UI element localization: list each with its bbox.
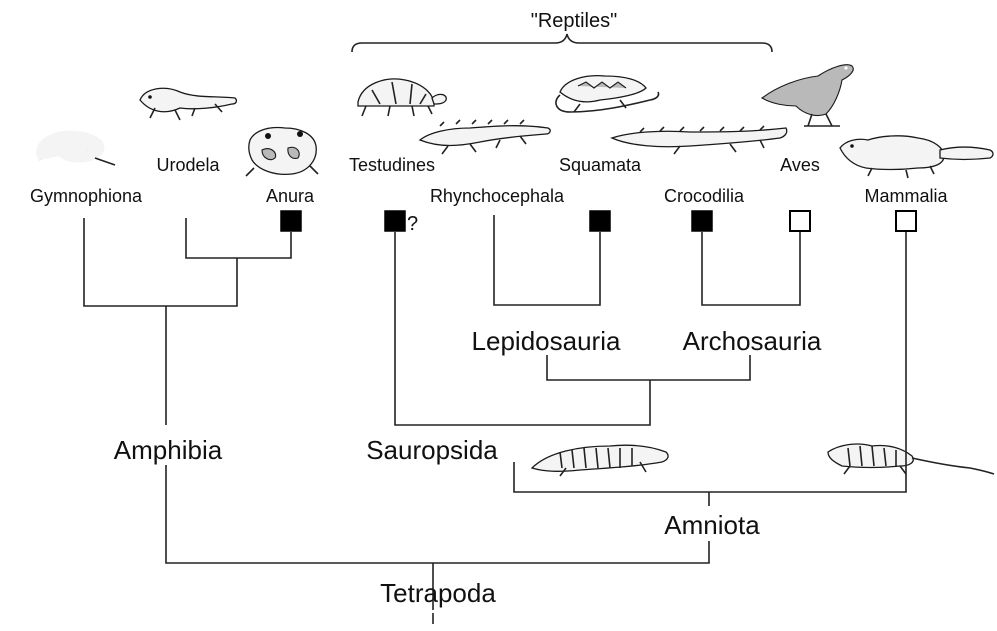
tree-branches	[84, 215, 906, 624]
tuatara-icon	[420, 120, 550, 154]
aves-open-marker	[790, 211, 810, 231]
taxon-label-aves: Aves	[780, 155, 820, 175]
lizard-icon	[556, 76, 659, 112]
fossil-synapsid-skeleton-icon	[828, 444, 994, 474]
clade-label-tetrapoda: Tetrapoda	[380, 578, 496, 608]
frog-icon	[246, 128, 318, 177]
reptiles-bracket	[352, 34, 772, 52]
taxon-label-urodela: Urodela	[156, 155, 220, 175]
clade-labels: Lepidosauria Archosauria Amphibia Saurop…	[114, 326, 822, 608]
fossil-sauropsid-skeleton-icon	[532, 445, 668, 476]
crocodilia-filled-marker	[692, 211, 712, 231]
clade-label-sauropsida: Sauropsida	[366, 435, 498, 465]
taxon-label-rhynchocephala: Rhynchocephala	[430, 186, 565, 206]
trait-markers: ?	[281, 211, 916, 235]
clade-label-amphibia: Amphibia	[114, 435, 223, 465]
taxon-labels: Gymnophiona Urodela Anura Testudines Rhy…	[30, 155, 949, 206]
crocodile-icon	[612, 126, 787, 154]
taxon-label-testudines: Testudines	[349, 155, 435, 175]
clade-label-lepidosauria: Lepidosauria	[472, 326, 621, 356]
mammal-icon	[840, 136, 993, 178]
clade-label-archosauria: Archosauria	[683, 326, 822, 356]
mammalia-open-marker	[896, 211, 916, 231]
salamander-icon	[140, 88, 236, 120]
branch-archosauria	[702, 232, 800, 305]
anura-filled-marker	[281, 211, 301, 231]
taxon-label-gymnophiona: Gymnophiona	[30, 186, 143, 206]
taxon-label-crocodilia: Crocodilia	[664, 186, 745, 206]
branch-amphibia-subtree	[84, 218, 291, 425]
reptiles-group-label: "Reptiles"	[531, 10, 617, 32]
bird-icon	[762, 65, 853, 126]
caecilian-icon	[37, 132, 115, 165]
taxon-label-squamata: Squamata	[559, 155, 642, 175]
testudines-marker-note: ?	[407, 213, 418, 235]
tortoise-icon	[358, 79, 446, 116]
taxon-label-mammalia: Mammalia	[864, 186, 948, 206]
taxon-label-anura: Anura	[266, 186, 315, 206]
squamata-filled-marker	[590, 211, 610, 231]
testudines-filled-marker	[385, 211, 405, 231]
clade-label-amniota: Amniota	[664, 510, 760, 540]
